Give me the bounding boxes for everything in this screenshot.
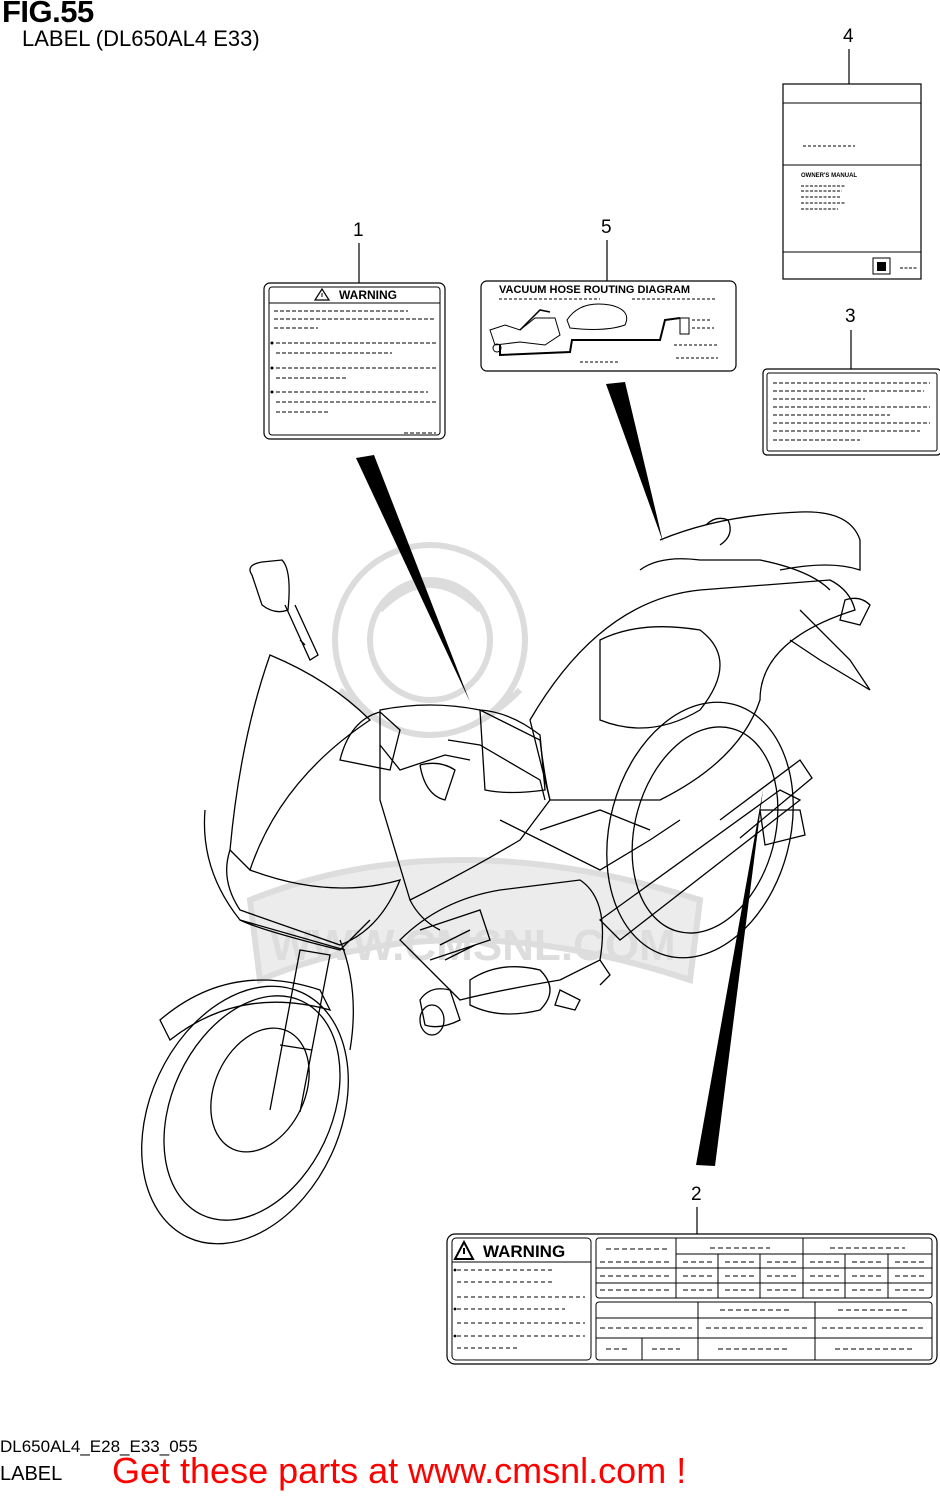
warning-label-2-heading: WARNING [483, 1242, 565, 1261]
promo-link[interactable]: Get these parts at www.cmsnl.com ! [112, 1450, 687, 1491]
warning-label-1-heading: WARNING [339, 288, 397, 302]
callout-5: 5 [601, 217, 612, 238]
callout-leaders [358, 49, 852, 1234]
warning-label-2: WARNING [446, 1233, 938, 1365]
diagram-code: DL650AL4_E28_E33_055 [0, 1437, 198, 1456]
figure-title: FIG.55 [2, 0, 94, 29]
diagram-caption: LABEL [0, 1463, 63, 1485]
figure-subtitle: LABEL (DL650AL4 E33) [22, 26, 260, 51]
warning-label-1: WARNING [263, 282, 446, 440]
callout-4: 4 [843, 26, 854, 47]
info-label-3 [762, 368, 940, 456]
motorcycle-drawing [141, 511, 871, 1245]
watermark: WWW.CMSNL.COM [246, 542, 704, 985]
owners-manual-heading: OWNER'S MANUAL [801, 173, 857, 179]
callout-2: 2 [691, 1184, 702, 1205]
owners-manual-label: OWNER'S MANUAL [782, 83, 922, 280]
callout-3: 3 [845, 306, 856, 327]
vacuum-hose-label: VACUUM HOSE ROUTING DIAGRAM [480, 280, 737, 372]
callout-1: 1 [353, 220, 364, 241]
vacuum-label-heading: VACUUM HOSE ROUTING DIAGRAM [499, 284, 690, 296]
label-pointers [356, 382, 763, 1166]
